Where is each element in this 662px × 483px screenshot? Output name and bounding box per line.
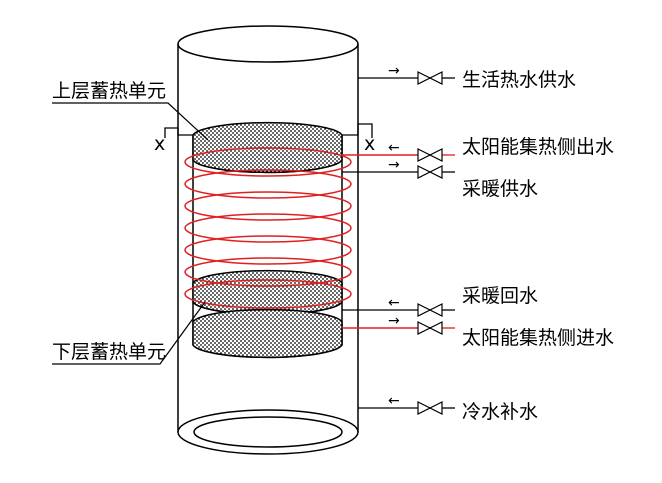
label-upper-storage-unit: 上层蓄热单元 [52, 80, 166, 102]
arrow-cold-water: ← [388, 393, 400, 409]
valve-domestic-hot-water [417, 71, 443, 85]
label-lower-storage-unit: 下层蓄热单元 [52, 341, 166, 363]
valve-solar-outlet [417, 148, 443, 162]
arrow-heating-return: ← [388, 295, 400, 311]
label-domestic-hot-water-supply: 生活热水供水 [462, 69, 576, 91]
tank-body [177, 25, 359, 455]
solar-coil [184, 147, 435, 329]
label-cold-water-makeup: 冷水补水 [462, 401, 538, 423]
arrow-domestic-out: → [388, 63, 400, 79]
valve-heating-return [417, 303, 443, 317]
valve-solar-inlet [417, 321, 443, 335]
leader-lines [52, 102, 209, 365]
label-heating-supply: 采暖供水 [462, 178, 538, 200]
label-heating-return: 采暖回水 [462, 285, 538, 307]
left-top-valve-mark: x [154, 133, 165, 155]
arrow-heating-supply: → [388, 157, 400, 173]
label-solar-side-inlet: 太阳能集热侧进水 [462, 327, 614, 349]
top-valve-stems [164, 123, 373, 138]
arrow-solar-outlet: ← [388, 140, 400, 156]
valve-heating-supply [417, 165, 443, 179]
valve-cold-water [417, 401, 443, 415]
valves [417, 71, 443, 415]
label-solar-side-outlet: 太阳能集热侧出水 [462, 136, 614, 158]
arrow-solar-inlet: → [388, 313, 400, 329]
right-top-valve-mark: x [364, 133, 375, 155]
pipes [342, 77, 455, 409]
